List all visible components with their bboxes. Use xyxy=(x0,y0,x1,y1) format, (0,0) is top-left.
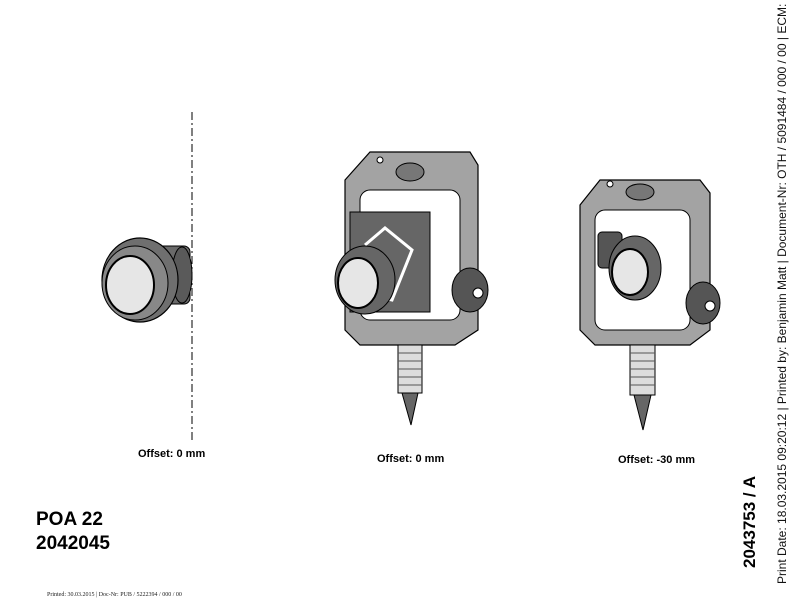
product-number: 2042045 xyxy=(36,533,110,554)
prism-holder-drawing xyxy=(334,151,489,426)
prism-drawing xyxy=(101,112,193,440)
caption-prism: Offset: 0 mm xyxy=(138,448,206,460)
caption-holder: Offset: 0 mm xyxy=(377,453,445,465)
prism-holder-offset-drawing xyxy=(579,179,721,431)
caption-holder-offset: Offset: -30 mm xyxy=(618,454,696,466)
footer-printed: Printed: 30.03.2015 | Doc-Nr: PUB / 5222… xyxy=(47,592,182,598)
product-name: POA 22 xyxy=(36,509,103,530)
document-id: 2043753 / A xyxy=(740,476,759,568)
print-info: Print Date: 18.03.2015 09:20:12 | Printe… xyxy=(775,0,789,584)
